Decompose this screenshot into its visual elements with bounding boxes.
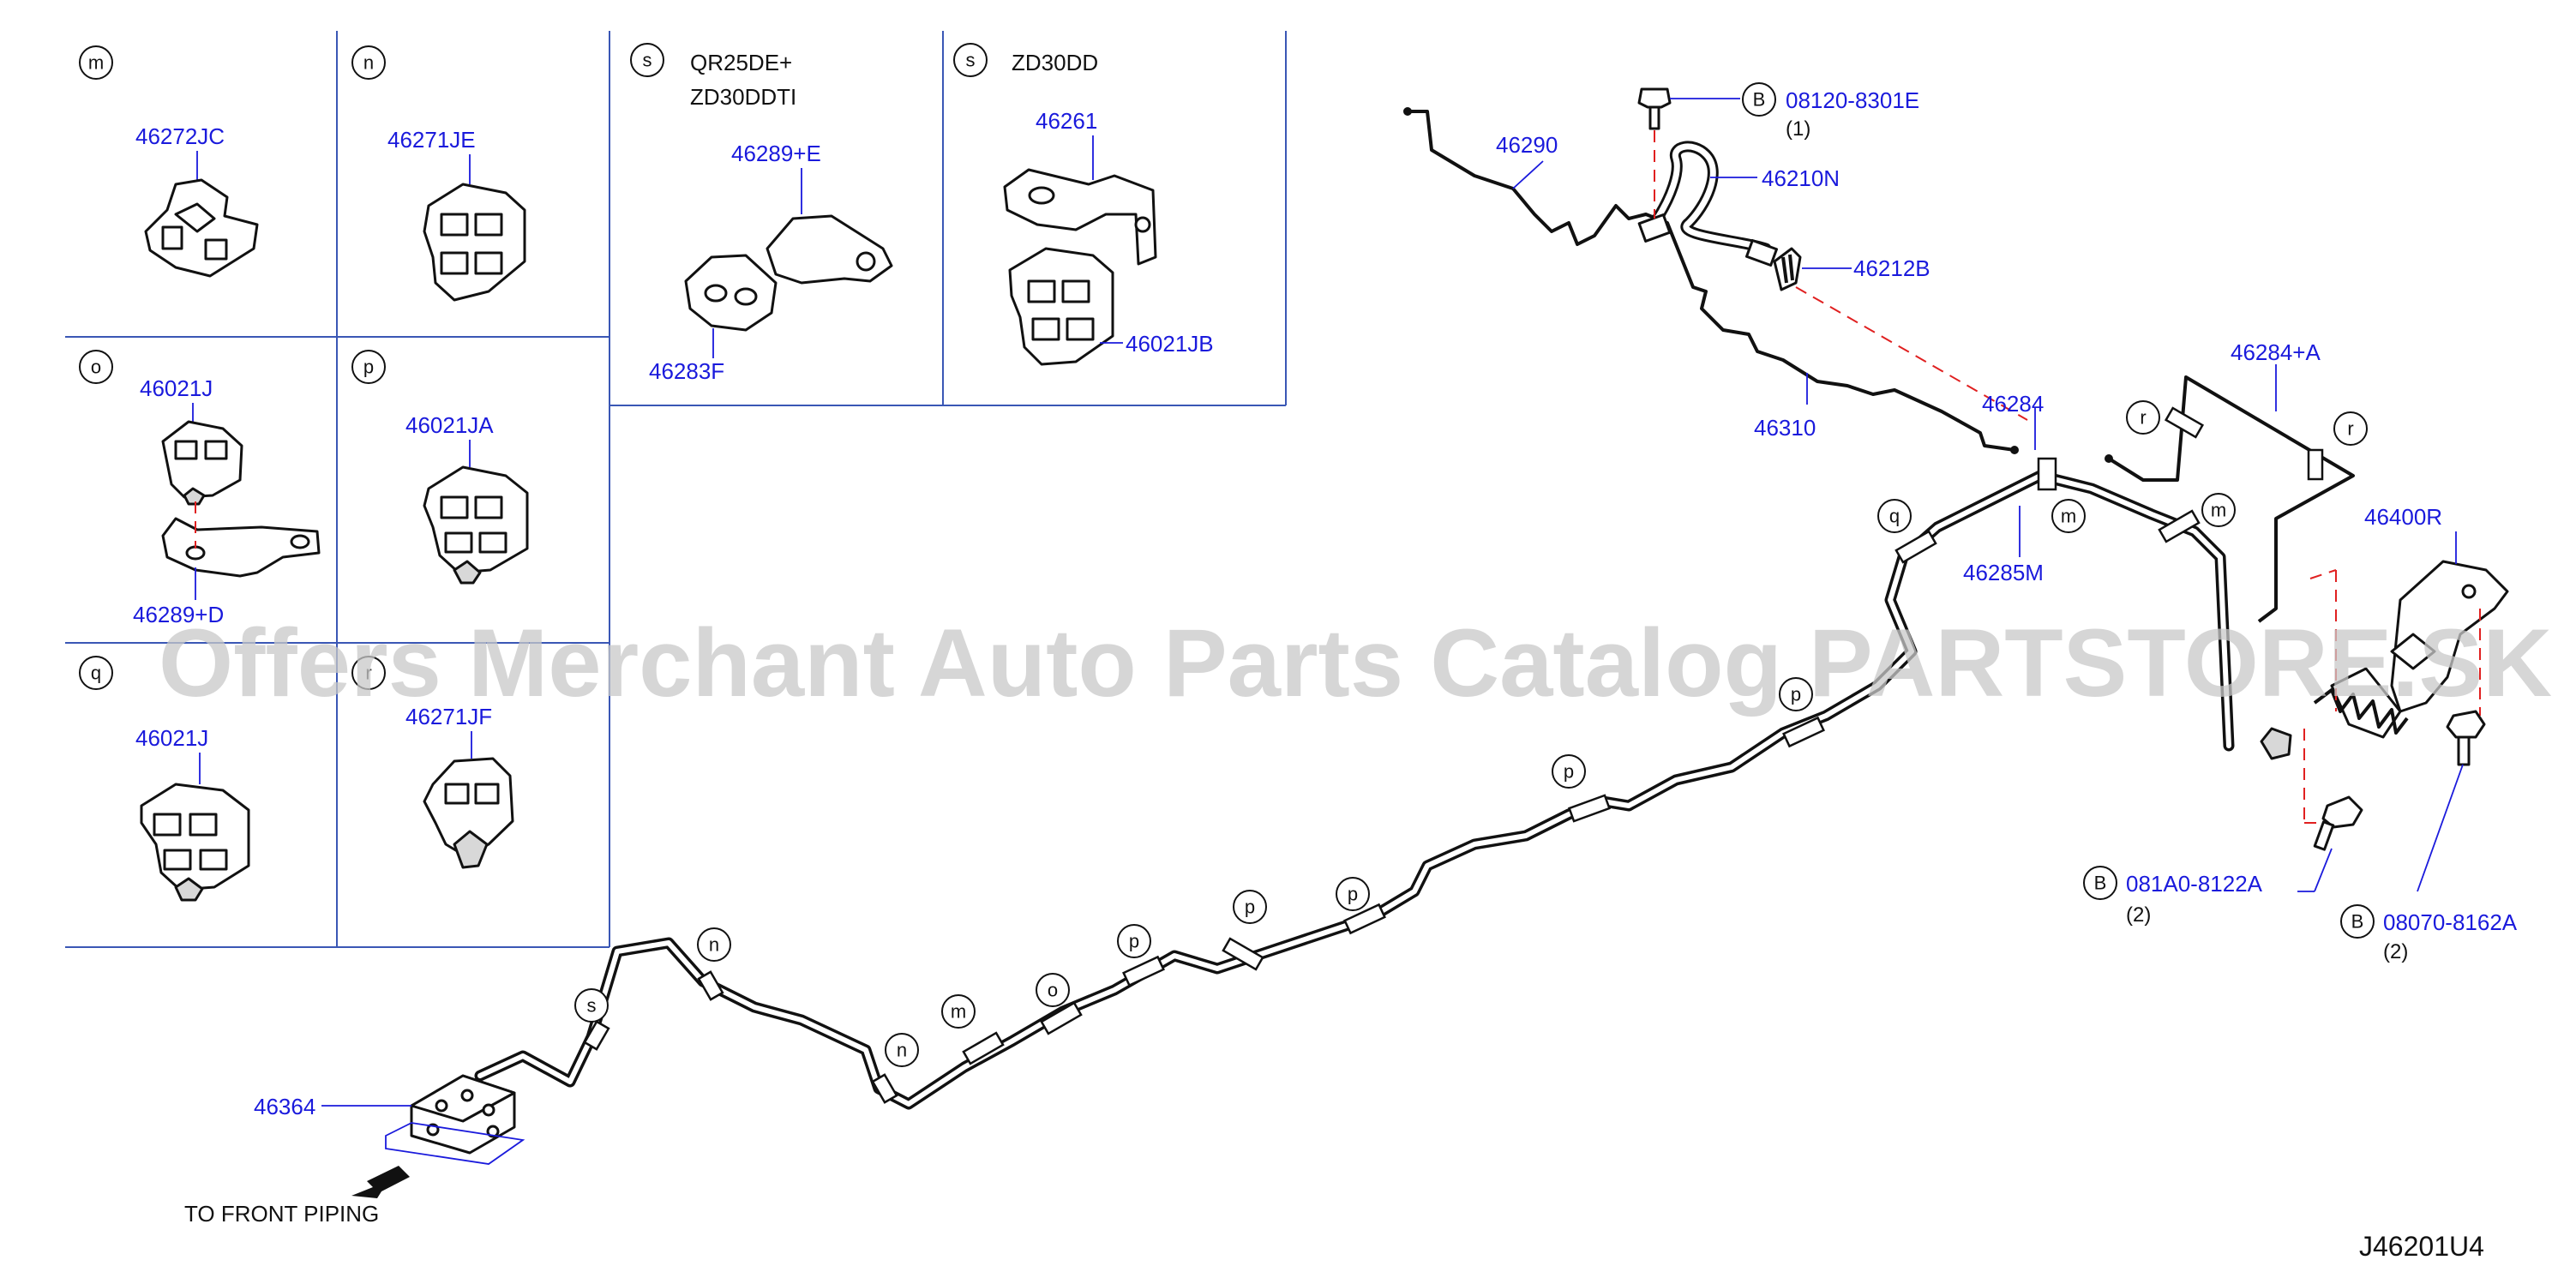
quantity: (1) [1786, 117, 1810, 141]
clip-marker-p: p [1129, 931, 1139, 952]
spring-icon [2313, 688, 2409, 735]
watermark: Offers Merchant Auto Parts Catalog PARTS… [159, 609, 2552, 717]
clip-46271JE-shape [423, 183, 526, 302]
part-number[interactable]: 46285M [1963, 560, 2044, 585]
part-number[interactable]: 46272JC [135, 123, 225, 149]
part-number[interactable]: 46210N [1762, 165, 1840, 191]
panel-letter: q [91, 663, 101, 684]
clip-marker-m: m [2061, 506, 2076, 527]
tube-46290-46310: 46290 46310 [1403, 107, 2019, 454]
bolt-symbol: B [2094, 873, 2107, 894]
part-number[interactable]: 46290 [1496, 132, 1558, 158]
main-brake-pipe [474, 470, 2235, 1110]
panel-letter: p [363, 357, 374, 378]
bracket-46261-shape [1003, 168, 1157, 266]
part-number[interactable]: 46212B [1853, 255, 1930, 281]
clip-marker-r: r [2347, 418, 2353, 440]
part-number[interactable]: 46271JE [387, 127, 476, 153]
clip-46021JA-shape [423, 465, 529, 574]
part-number[interactable]: 46289+D [133, 602, 224, 627]
clip-marker-q: q [1889, 506, 1900, 527]
clip-46021JB-shape [1008, 247, 1114, 366]
bracket-46289E-shape [766, 214, 893, 285]
clip-marker-n: n [897, 1040, 907, 1061]
panel-o: o 46021J 46289+D [79, 350, 321, 627]
clip-marker-p: p [1245, 897, 1255, 918]
clip-46021J-shape [161, 420, 243, 499]
part-number[interactable]: 08070-8162A [2383, 909, 2518, 935]
clip-marker-o: o [1048, 980, 1058, 1001]
clip-46272JC-shape [144, 178, 259, 278]
engine-note: ZD30DDTI [690, 84, 796, 110]
bolt-081A0-8122A: B 081A0-8122A (2) [2083, 795, 2363, 927]
part-number[interactable]: 46271JF [405, 704, 492, 729]
clip-marker-n: n [709, 934, 719, 956]
panel-q: q 46021J [79, 656, 250, 902]
grommet-46283F-shape [684, 254, 778, 332]
brake-valve-46400R: 46400R [2260, 504, 2509, 824]
clip-detail-grid [65, 31, 1287, 948]
arrow-icon [351, 1166, 410, 1198]
clip-marker-m: m [2211, 500, 2226, 521]
bolt-symbol: B [1753, 89, 1766, 111]
junction-block-46364: 46364 [254, 1074, 525, 1198]
panel-letter: s [643, 50, 652, 71]
panel-p: p 46021JA [351, 350, 529, 585]
clip-marker-r: r [2140, 407, 2146, 429]
clip-marker-m: m [951, 1001, 966, 1023]
panel-letter: m [88, 52, 104, 74]
hose-46210N: 46210N [1637, 141, 1840, 267]
part-number[interactable]: 081A0-8122A [2126, 871, 2263, 897]
part-number[interactable]: 46021J [140, 375, 213, 401]
part-number[interactable]: 46310 [1754, 415, 1816, 441]
part-number[interactable]: 46400R [2364, 504, 2442, 530]
part-number[interactable]: 46283F [649, 358, 724, 384]
part-number[interactable]: 46284+A [2231, 339, 2321, 365]
panel-n: n 46271JE [351, 45, 526, 302]
panel-m: m 46272JC [79, 45, 259, 278]
part-number[interactable]: 46021J [135, 725, 208, 751]
panel-s-zd30dd: s ZD30DD 46261 46021JB [953, 43, 1214, 366]
clip-marker-p: p [1564, 761, 1574, 783]
pipe-clips [583, 457, 2201, 1104]
quantity: (2) [2126, 903, 2151, 927]
clip-marker-s: s [587, 995, 597, 1017]
panel-letter: o [91, 357, 101, 378]
diagram-code: J46201U4 [2359, 1231, 2484, 1262]
part-number[interactable]: 08120-8301E [1786, 87, 1919, 113]
bracket-46289D-shape [161, 517, 321, 578]
part-number[interactable]: 46021JB [1126, 331, 1214, 357]
bolt-08070-8162A: B 08070-8162A (2) [2340, 710, 2518, 963]
clip-markers: s n n m o p p p p p q m m r r [574, 400, 2368, 1067]
clip-marker-p: p [1348, 884, 1358, 905]
panel-letter: r [365, 663, 371, 684]
panel-letter: n [363, 52, 374, 74]
panel-s-qr25de: s QR25DE+ ZD30DDTI 46289+E 46283F [630, 43, 893, 384]
part-number[interactable]: 46261 [1036, 108, 1097, 134]
part-number[interactable]: 46289+E [731, 141, 821, 166]
part-number[interactable]: 46364 [254, 1094, 315, 1119]
clip-46021J-q-shape [140, 783, 250, 891]
part-number[interactable]: 46021JA [405, 412, 494, 438]
panel-r: r 46271JF [351, 656, 514, 869]
part-number[interactable]: 46284 [1982, 391, 2044, 417]
engine-note: QR25DE+ [690, 50, 792, 75]
clip-marker-p: p [1791, 684, 1801, 705]
direction-note: TO FRONT PIPING [184, 1201, 379, 1227]
engine-note: ZD30DD [1012, 50, 1098, 75]
quantity: (2) [2383, 940, 2408, 963]
bolt-08120-8301E: B 08120-8301E (1) [1637, 82, 1919, 219]
tube-46284A: 46284+A [2105, 339, 2355, 623]
panel-letter: s [966, 50, 976, 71]
bolt-symbol: B [2351, 911, 2364, 933]
clip-46212B: 46212B [1773, 247, 2028, 421]
